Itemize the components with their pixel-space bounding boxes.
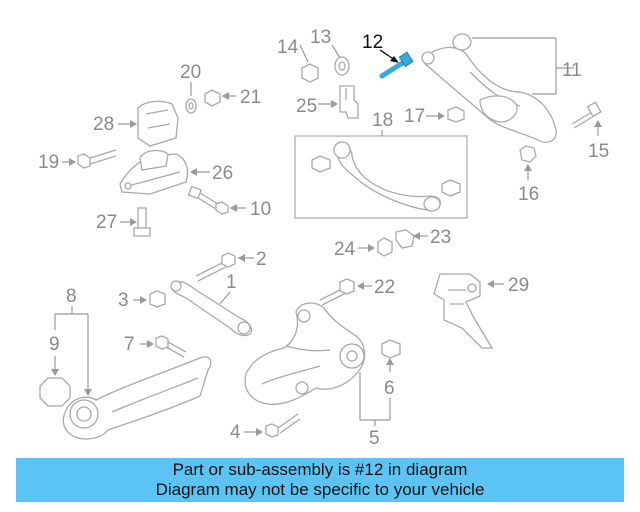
part-6-bushing[interactable]: 6 — [381, 339, 401, 420]
part-19-bolt[interactable]: 19 — [38, 149, 117, 173]
parts-diagram: 14 13 12 11 20 — [38, 27, 609, 449]
label-17: 17 — [404, 106, 425, 127]
part-16-bushing[interactable]: 16 — [518, 145, 539, 205]
label-2: 2 — [256, 249, 267, 270]
label-27: 27 — [96, 212, 117, 233]
part-4-bolt[interactable]: 4 — [230, 413, 301, 443]
label-8: 8 — [66, 286, 77, 307]
info-banner: Part or sub-assembly is #12 in diagram D… — [16, 458, 624, 502]
label-19: 19 — [38, 152, 59, 173]
part-28-mount[interactable]: 28 — [93, 100, 179, 147]
label-18: 18 — [372, 110, 393, 131]
label-24: 24 — [334, 239, 356, 260]
part-23-clip[interactable]: 23 — [395, 227, 451, 249]
part-9-plug[interactable]: 9 — [39, 314, 71, 407]
part-17-bolt[interactable]: 17 — [404, 106, 465, 127]
part-18-link[interactable]: 18 — [294, 110, 468, 219]
label-16: 16 — [518, 184, 539, 205]
label-7: 7 — [124, 334, 135, 355]
label-3: 3 — [118, 290, 129, 311]
part-7-bolt[interactable]: 7 — [124, 334, 187, 358]
label-1: 1 — [226, 272, 237, 293]
label-26: 26 — [212, 163, 233, 184]
part-13-washer[interactable]: 13 — [310, 27, 350, 76]
part-12-bolt[interactable]: 12 — [362, 32, 414, 79]
part-14-nut[interactable]: 14 — [277, 37, 319, 83]
part-3-nut[interactable]: 3 — [118, 290, 166, 311]
label-14: 14 — [277, 37, 299, 58]
part-21-nut[interactable]: 21 — [204, 87, 261, 108]
part-24-nut[interactable]: 24 — [334, 237, 393, 260]
label-5: 5 — [369, 428, 380, 449]
part-20-washer[interactable]: 20 — [180, 62, 201, 114]
label-15: 15 — [588, 141, 609, 162]
part-15-bolt[interactable]: 15 — [571, 101, 609, 162]
part-8-arm[interactable]: 8 — [55, 286, 212, 440]
part-1-link[interactable]: 1 — [170, 272, 253, 337]
label-20: 20 — [180, 62, 201, 83]
part-27-bolt[interactable]: 27 — [96, 207, 151, 237]
label-13: 13 — [310, 27, 331, 48]
label-11: 11 — [562, 60, 582, 81]
part-22-bolt[interactable]: 22 — [319, 277, 395, 306]
label-4: 4 — [230, 422, 241, 443]
label-25: 25 — [296, 96, 317, 117]
label-6: 6 — [384, 378, 395, 399]
part-5-knuckle[interactable]: 5 — [359, 372, 390, 449]
part-11-arm[interactable]: 11 — [421, 33, 582, 144]
label-12: 12 — [362, 32, 383, 53]
label-23: 23 — [430, 227, 451, 248]
part-2-bolt[interactable]: 2 — [195, 249, 267, 282]
label-22: 22 — [374, 277, 395, 298]
highlighted-bolt-12 — [379, 51, 414, 79]
part-25-bracket[interactable]: 25 — [296, 85, 359, 119]
knuckle-assembly — [244, 302, 366, 405]
banner-line-1: Part or sub-assembly is #12 in diagram — [172, 460, 468, 479]
label-10: 10 — [250, 199, 271, 220]
part-10-bolt[interactable]: 10 — [187, 185, 272, 220]
banner-line-2: Diagram may not be specific to your vehi… — [155, 480, 485, 499]
part-29-bracket[interactable]: 29 — [433, 273, 529, 349]
label-21: 21 — [240, 87, 261, 108]
part-26-mount[interactable]: 26 — [119, 149, 233, 195]
label-9: 9 — [49, 334, 60, 355]
label-28: 28 — [93, 114, 114, 135]
label-29: 29 — [508, 275, 529, 296]
